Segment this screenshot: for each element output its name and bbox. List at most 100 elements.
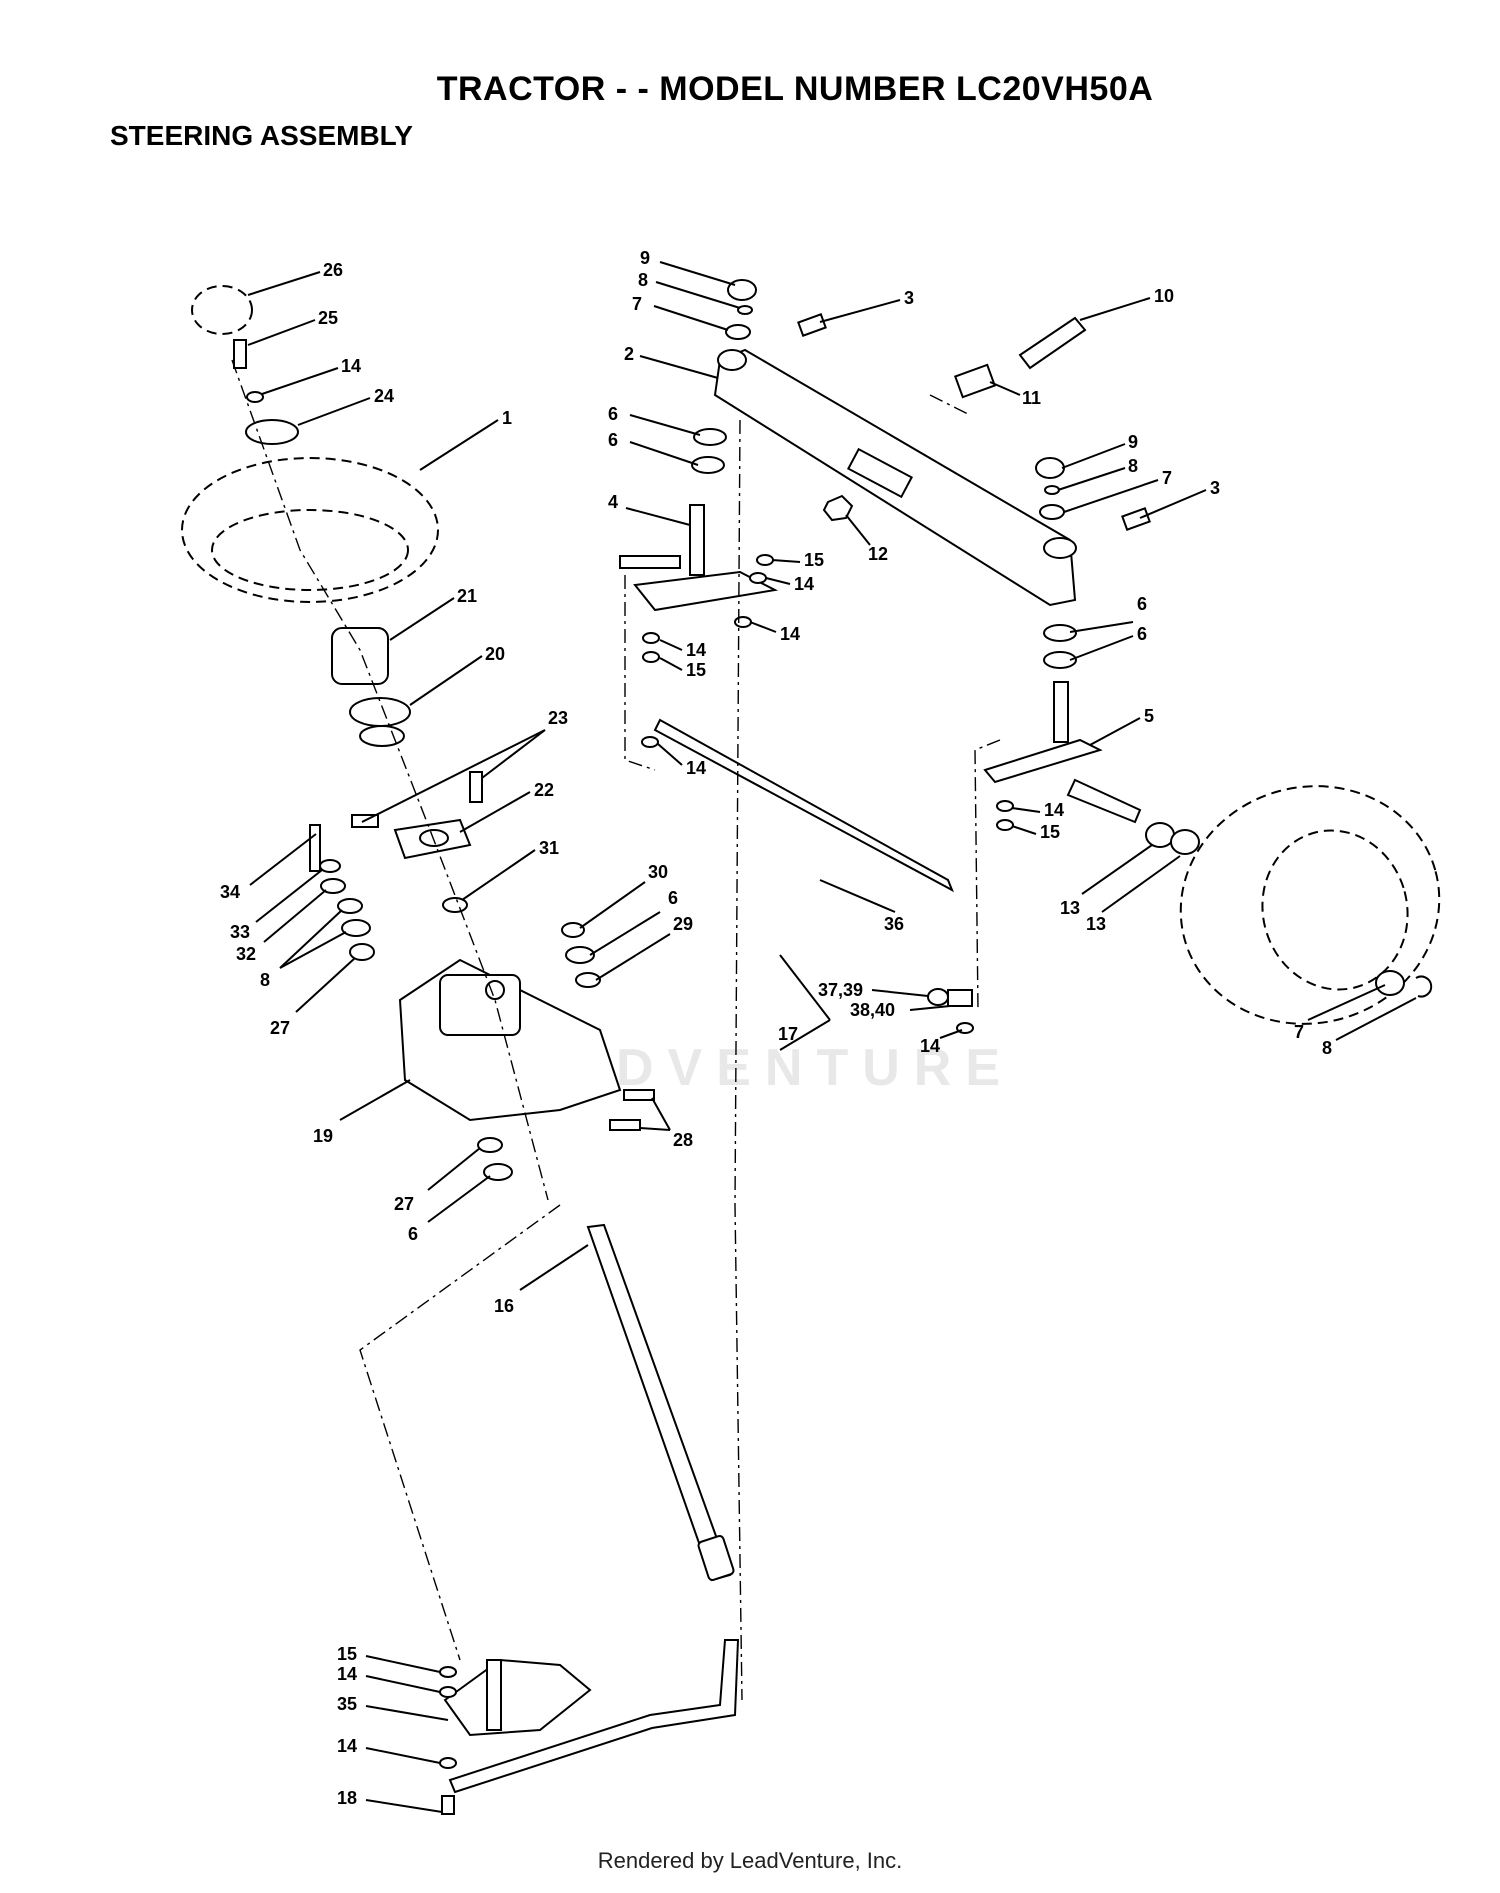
leader-22	[459, 791, 531, 833]
callout-6: 6	[1137, 594, 1147, 614]
part-ring-30	[561, 922, 585, 938]
leader-31	[461, 849, 536, 901]
leader-13b	[1101, 855, 1181, 913]
leader-6c	[629, 414, 701, 436]
part-nut-12	[822, 494, 854, 522]
leader-8e	[1335, 997, 1417, 1041]
callout-26: 26	[323, 260, 343, 280]
callout-23: 23	[548, 708, 568, 728]
part-screw	[233, 339, 247, 369]
part-washer-14f	[641, 736, 659, 748]
callout-4: 4	[608, 492, 618, 512]
part-washer-6	[565, 946, 595, 964]
callout-17: 17	[778, 1024, 798, 1044]
callout-15: 15	[804, 550, 824, 570]
leader-27a	[295, 957, 356, 1013]
callout-14: 14	[780, 624, 800, 644]
leader-7c	[1307, 984, 1386, 1021]
part-adapter	[331, 627, 389, 685]
leader-6f	[1069, 635, 1134, 661]
callout-31: 31	[539, 838, 559, 858]
callout-15: 15	[337, 1644, 357, 1664]
part-bushing-29	[575, 972, 601, 988]
part-e-ring	[1415, 975, 1433, 998]
callout-27: 27	[270, 1018, 290, 1038]
callout-24: 24	[374, 386, 394, 406]
part-ring-8b	[1044, 485, 1060, 495]
part-spindle-right-axle	[1066, 778, 1142, 824]
callout-33: 33	[230, 922, 250, 942]
callout-15: 15	[1040, 822, 1060, 842]
leader-15a	[365, 1655, 441, 1673]
leader-32	[263, 889, 327, 943]
part-axle-right-end	[1043, 537, 1077, 559]
callout-6: 6	[668, 888, 678, 908]
leader-18	[365, 1799, 443, 1813]
leader-1	[419, 419, 499, 471]
part-tie-rod	[653, 718, 954, 893]
part-spindle-left-arm	[633, 570, 779, 612]
part-steering-wheel-inner	[211, 509, 409, 591]
leader-10	[1079, 297, 1151, 321]
part-cap-9b	[1035, 457, 1065, 479]
part-cap-9a	[727, 279, 757, 301]
callout-29: 29	[673, 914, 693, 934]
leader-2	[639, 355, 719, 379]
callout-8: 8	[1128, 456, 1138, 476]
part-washer-6c	[693, 428, 727, 446]
leader-7b	[1063, 479, 1159, 513]
part-nut-15	[439, 1666, 457, 1678]
leader-3739	[871, 989, 929, 997]
leader-14d	[765, 577, 791, 585]
leader-15d	[1011, 825, 1037, 835]
part-sector-gear	[443, 1658, 592, 1737]
footer-credit: Rendered by LeadVenture, Inc.	[597, 1848, 903, 1873]
callout-27: 27	[394, 1194, 414, 1214]
part-ring-8a	[737, 305, 753, 315]
leader-15b	[771, 559, 801, 563]
part-washer-14	[439, 1686, 457, 1698]
leader-6d	[629, 441, 699, 466]
leader-28b	[651, 1097, 671, 1131]
section-title: STEERING ASSEMBLY	[110, 120, 413, 151]
part-drag-link	[448, 1639, 740, 1794]
part-shaft-gear	[697, 1535, 735, 1581]
part-washer-6e	[1043, 624, 1077, 642]
part-screw-a	[469, 771, 483, 803]
leader-34	[249, 833, 317, 886]
spindle-right-bracket-line	[974, 739, 1001, 1011]
part-washer-14e	[642, 632, 660, 644]
page-title: TRACTOR - - MODEL NUMBER LC20VH50A	[436, 70, 1154, 108]
part-washer-14g	[996, 800, 1014, 812]
part-washer-7a	[725, 324, 751, 340]
callout-14: 14	[337, 1736, 357, 1756]
callout-37-39: 37,39	[818, 980, 863, 1000]
callout-3: 3	[904, 288, 914, 308]
leader-lines	[247, 261, 1417, 1813]
part-washer-6b	[483, 1163, 513, 1181]
part-spindle-right-arm	[983, 738, 1103, 784]
leader-3b	[1139, 489, 1207, 519]
leader-33	[255, 869, 323, 923]
part-washer-7b	[1039, 504, 1065, 520]
callout-38-40: 38,40	[850, 1000, 895, 1020]
leader-27b	[427, 1147, 481, 1191]
bolt-axis-line	[929, 394, 971, 416]
part-axle-slot	[846, 447, 914, 499]
callout-32: 32	[236, 944, 256, 964]
part-washer-14b	[439, 1757, 457, 1769]
callout-9: 9	[640, 248, 650, 268]
callout-28: 28	[673, 1130, 693, 1150]
callout-21: 21	[457, 586, 477, 606]
callout-36: 36	[884, 914, 904, 934]
callout-14: 14	[1044, 800, 1064, 820]
leader-29	[595, 933, 671, 981]
callout-7: 7	[632, 294, 642, 314]
part-washer-13b	[1170, 829, 1200, 855]
leader-4	[625, 507, 691, 526]
leader-28a	[639, 1127, 671, 1131]
callout-30: 30	[648, 862, 668, 882]
part-bolt	[309, 824, 321, 872]
leader-3a	[819, 299, 901, 323]
